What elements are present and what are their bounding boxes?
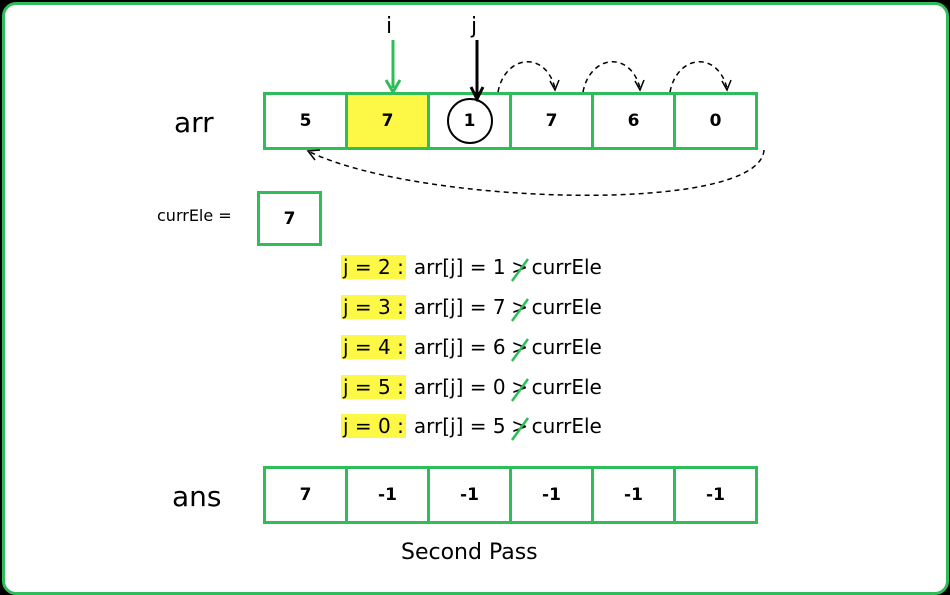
step-j-tag: j = 0 : [341, 414, 406, 438]
arr-label: arr [174, 106, 214, 139]
strike-icon [510, 298, 529, 322]
step-j-tag: j = 2 : [341, 255, 406, 279]
pointer-i-arrowhead [384, 79, 402, 95]
step-expr: arr[j] = 5 [413, 414, 506, 438]
hop-arrow-1 [497, 61, 556, 93]
arr-cell-2: 1 [427, 92, 512, 150]
strike-icon [510, 258, 529, 282]
step-row-5: j = 0 : arr[j] = 5 > currEle [341, 411, 602, 441]
step-expr: arr[j] = 7 [413, 295, 506, 319]
strike-icon [510, 378, 529, 402]
step-row-2: j = 3 : arr[j] = 7 > currEle [341, 292, 602, 322]
arr-cell-3: 7 [509, 92, 594, 150]
step-rhs: currEle [531, 295, 602, 319]
step-expr: arr[j] = 1 [413, 255, 506, 279]
arr-cell-4: 6 [591, 92, 676, 150]
ans-cell-5: -1 [673, 466, 758, 524]
arr-row: 5 7 1 7 6 0 [263, 92, 758, 150]
curr-ele-box: 7 [257, 191, 322, 246]
step-rhs: currEle [531, 335, 602, 359]
ans-cell-1: -1 [345, 466, 430, 524]
hop-arrow-2 [582, 61, 641, 93]
current-j-circle: 1 [446, 98, 493, 144]
not-greater-symbol: > [510, 335, 530, 362]
pointer-j-label: j [471, 14, 478, 39]
step-row-1: j = 2 : arr[j] = 1 > currEle [341, 252, 602, 282]
curr-ele-label: currEle = [157, 206, 232, 225]
not-greater-symbol: > [510, 414, 530, 441]
step-j-tag: j = 5 : [341, 375, 406, 399]
hop-arrow-3 [669, 61, 728, 93]
step-j-tag: j = 3 : [341, 295, 406, 319]
step-rhs: currEle [531, 375, 602, 399]
ans-label: ans [172, 480, 222, 513]
not-greater-symbol: > [510, 295, 530, 322]
step-row-4: j = 5 : arr[j] = 0 > currEle [341, 372, 602, 402]
caption: Second Pass [401, 540, 538, 565]
step-row-3: j = 4 : arr[j] = 6 > currEle [341, 332, 602, 362]
step-j-tag: j = 4 : [341, 335, 406, 359]
ans-cell-2: -1 [427, 466, 512, 524]
ans-row: 7 -1 -1 -1 -1 -1 [263, 466, 758, 524]
step-expr: arr[j] = 6 [413, 335, 506, 359]
ans-cell-0: 7 [263, 466, 348, 524]
pointer-j-arrowhead [469, 86, 485, 103]
strike-icon [510, 417, 529, 441]
arr-cell-0: 5 [263, 92, 348, 150]
strike-icon [510, 338, 529, 362]
not-greater-symbol: > [510, 255, 530, 282]
pointer-i-label: i [386, 14, 393, 39]
step-expr: arr[j] = 0 [413, 375, 506, 399]
arr-cell-5: 0 [673, 92, 758, 150]
wrap-arrow [309, 149, 765, 197]
not-greater-symbol: > [510, 375, 530, 402]
step-rhs: currEle [531, 255, 602, 279]
step-rhs: currEle [531, 414, 602, 438]
